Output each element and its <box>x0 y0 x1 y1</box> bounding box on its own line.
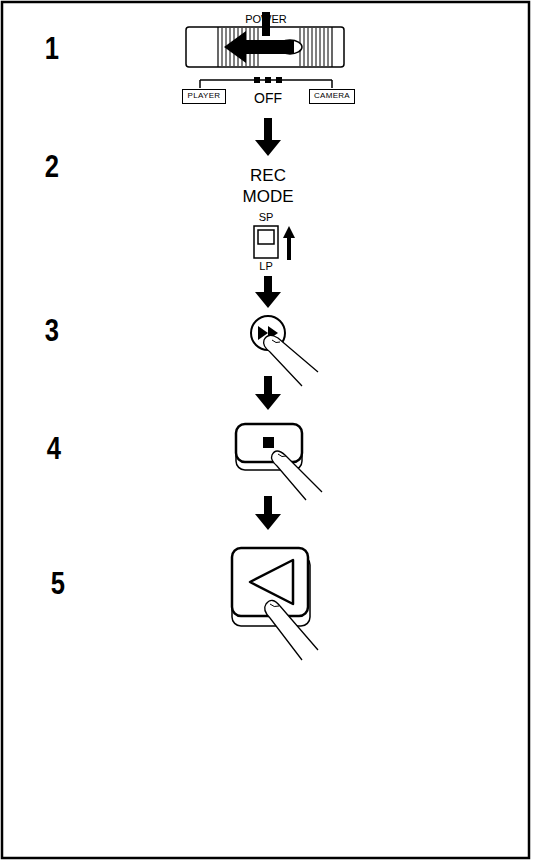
switch-position: OFF <box>254 91 282 105</box>
step-number: 3 <box>45 314 59 346</box>
position-label: PLAYER <box>188 92 221 100</box>
switch-label: POWER <box>245 14 287 25</box>
step-number: 4 <box>47 432 61 464</box>
step-number: 1 <box>45 32 59 64</box>
ff-button <box>251 316 318 386</box>
switch-position: SP <box>259 212 274 223</box>
position-box: PLAYER <box>182 89 226 104</box>
switch-position: LP <box>259 261 272 272</box>
position-box: CAMERA <box>309 89 355 104</box>
stop-button <box>236 424 322 500</box>
step-number: 5 <box>51 567 65 599</box>
switch-label: REC MODE <box>233 165 303 208</box>
position-label: CAMERA <box>314 92 350 100</box>
step-number: 2 <box>45 150 59 182</box>
rec-mode-switch <box>254 226 295 260</box>
power-switch <box>186 12 344 88</box>
play-button <box>232 548 318 660</box>
